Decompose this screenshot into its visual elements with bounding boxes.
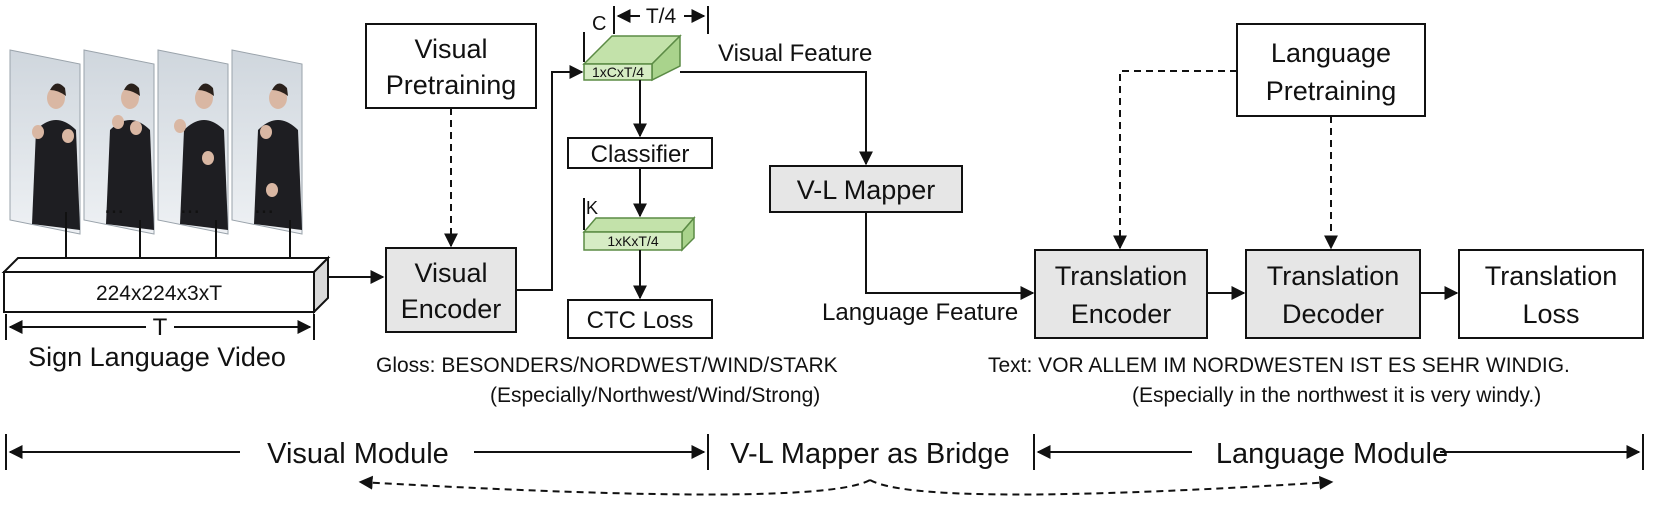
video-size-label: 224x224x3xT <box>96 282 222 305</box>
svg-text:Visual: Visual <box>414 34 487 64</box>
bridge-label: V-L Mapper as Bridge <box>730 438 1009 470</box>
visual-feature-label: Visual Feature <box>718 40 872 67</box>
frame-ellipsis: ... <box>104 192 124 219</box>
visual-feature-dimensions: C T/4 <box>583 4 709 62</box>
video-frame <box>157 49 229 235</box>
svg-text:Visual: Visual <box>414 258 487 288</box>
gloss-translation-line: (Especially/Northwest/Wind/Strong) <box>490 384 820 407</box>
frame-ellipsis: ... <box>254 192 274 219</box>
width-label-t4: T/4 <box>646 5 677 28</box>
bridge-arc-left <box>358 475 871 496</box>
svg-text:Language: Language <box>1271 38 1391 68</box>
svg-text:Pretraining: Pretraining <box>1266 76 1397 106</box>
frame-ellipsis: ... <box>180 192 200 219</box>
svg-text:Translation: Translation <box>1055 261 1188 291</box>
module-spans: Visual Module V-L Mapper as Bridge Langu… <box>5 434 1644 496</box>
text-translation-line: (Especially in the northwest it is very … <box>1132 384 1541 407</box>
svg-text:Translation: Translation <box>1485 261 1618 291</box>
svg-text:Loss: Loss <box>1522 299 1579 329</box>
visual-feature-cube-label: 1xCxT/4 <box>592 64 644 80</box>
translation-loss-box: Translation Loss <box>1458 249 1644 339</box>
video-tensor: 224x224x3xT <box>1 255 331 315</box>
video-frames: ... ... ... <box>9 49 303 258</box>
visual-encoder-box: Visual Encoder <box>385 247 517 333</box>
video-frame <box>231 49 303 235</box>
channel-label-c: C <box>592 13 606 35</box>
classifier-box: Classifier <box>567 137 713 169</box>
svg-text:Translation: Translation <box>1267 261 1400 291</box>
gloss-logits-dimension: K <box>583 198 598 230</box>
language-pretraining-box: Language Pretraining <box>1236 23 1426 117</box>
video-caption: Sign Language Video <box>28 342 286 372</box>
visual-pretraining-box: Visual Pretraining <box>365 23 537 109</box>
svg-text:Encoder: Encoder <box>401 294 502 324</box>
gloss-line: Gloss: BESONDERS/NORDWEST/WIND/STARK <box>376 354 838 377</box>
visual-module-label: Visual Module <box>267 438 449 470</box>
language-feature-label: Language Feature <box>822 299 1018 326</box>
gloss-logits-cube: 1xKxT/4 <box>582 215 696 252</box>
svg-text:Classifier: Classifier <box>591 141 690 168</box>
gloss-logits-cube-label: 1xKxT/4 <box>607 233 659 249</box>
channel-label-k: K <box>586 198 598 218</box>
svg-text:Encoder: Encoder <box>1071 299 1172 329</box>
video-frame <box>83 49 155 235</box>
svg-text:Decoder: Decoder <box>1282 299 1384 329</box>
video-time-label: T <box>153 314 168 341</box>
svg-text:Pretraining: Pretraining <box>386 70 517 100</box>
video-time-dimension: T <box>5 314 315 341</box>
translation-decoder-box: Translation Decoder <box>1245 249 1421 339</box>
translation-encoder-box: Translation Encoder <box>1034 249 1208 339</box>
text-line: Text: VOR ALLEM IM NORDWESTEN IST ES SEH… <box>988 354 1570 377</box>
svg-text:CTC Loss: CTC Loss <box>587 307 694 334</box>
language-module-label: Language Module <box>1216 438 1448 470</box>
visual-feature-cube: 1xCxT/4 <box>582 34 682 82</box>
vl-mapper-box: V-L Mapper <box>769 165 963 213</box>
svg-text:V-L Mapper: V-L Mapper <box>797 175 936 205</box>
ctc-loss-box: CTC Loss <box>567 299 713 339</box>
video-frame <box>9 49 81 235</box>
bridge-arc-right <box>869 475 1334 496</box>
